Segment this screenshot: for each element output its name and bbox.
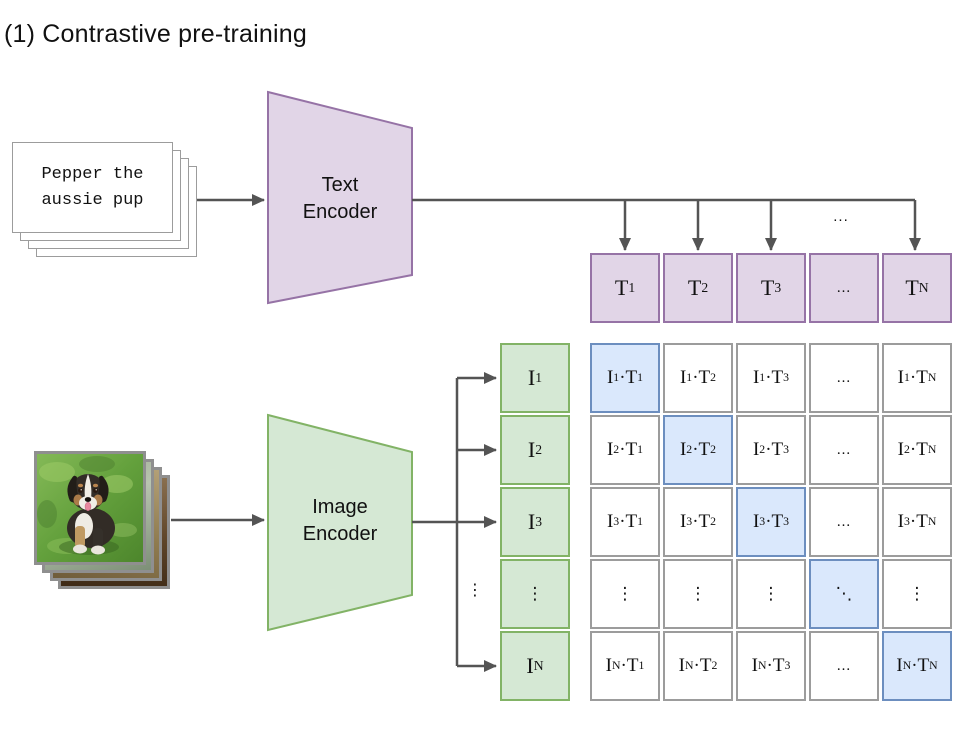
text-encoder-label-line1: Text: [321, 174, 359, 196]
text-encoder-label-line2: Encoder: [302, 201, 378, 223]
matrix-cell-r3-c4: ...: [809, 487, 879, 557]
ellipsis-above-t4: ...: [833, 208, 849, 225]
text-snippet-card: Pepper the aussie pup: [12, 142, 173, 233]
text-encoder-label: Text Encoder: [268, 172, 412, 226]
image-encoder-label: Image Encoder: [268, 494, 412, 548]
matrix-cell-r4-c5: ⋮: [882, 559, 952, 629]
puppy-photo: [34, 451, 146, 565]
matrix-cell-r4-c2: ⋮: [663, 559, 733, 629]
matrix-cell-r4-c3: ⋮: [736, 559, 806, 629]
image-encoder-label-line1: Image: [312, 496, 368, 518]
text-embedding-cell-4: ...: [809, 253, 879, 323]
image-encoder-label-line2: Encoder: [302, 523, 378, 545]
matrix-cell-r5-c4: ...: [809, 631, 879, 701]
matrix-cell-r2-c4: ...: [809, 415, 879, 485]
matrix-cell-r4-c1: ⋮: [590, 559, 660, 629]
diagram-title: (1) Contrastive pre-training: [4, 20, 307, 48]
matrix-cell-r1-c4: ...: [809, 343, 879, 413]
puppy-illustration: [37, 454, 143, 562]
text-snippet-line2: aussie pup: [41, 190, 144, 210]
text-snippet-line1: Pepper the: [41, 164, 144, 184]
branch-vertical-dots: ⋮: [467, 580, 483, 599]
image-embedding-cell-4: ⋮: [500, 559, 570, 629]
matrix-cell-r4-c4: ⋱: [809, 559, 879, 629]
